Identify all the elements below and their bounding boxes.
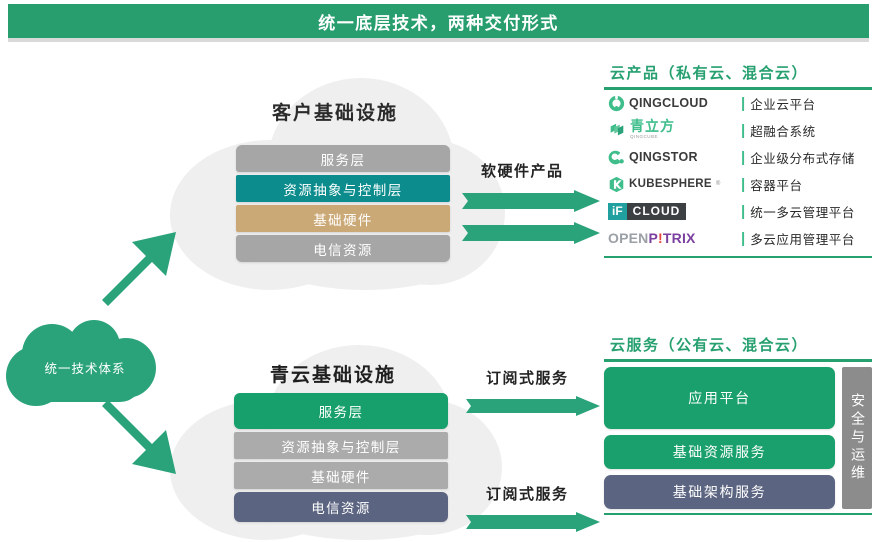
panel-divider bbox=[604, 87, 872, 90]
product-logo-subtext: QINGCUBE bbox=[630, 134, 659, 140]
header-banner: 统一底层技术，两种交付形式 bbox=[8, 4, 869, 38]
arrow-to-customer-cloud-icon bbox=[102, 232, 176, 306]
layer-label: 电信资源 bbox=[313, 242, 373, 259]
layer-hardware: 基础硬件 bbox=[234, 462, 448, 489]
product-description: 多云应用管理平台 bbox=[750, 231, 856, 247]
service-box-resource-service[interactable]: 基础资源服务 bbox=[604, 434, 835, 469]
qingcloud-infrastructure-title: 青云基础设施 bbox=[269, 364, 396, 386]
arrow-to-qingcloud-cloud-icon bbox=[102, 400, 176, 474]
layer-hardware: 基础硬件 bbox=[236, 205, 450, 232]
qingcloud-logo: QINGCLOUD bbox=[608, 94, 736, 112]
qinglifang-logo: 青立方 QINGCUBE bbox=[608, 120, 736, 140]
subscription-arrow-label-2: 订阅式服务 bbox=[486, 485, 569, 503]
layer-service: 服务层 bbox=[236, 145, 450, 172]
openpitrix-part-d: TRIX bbox=[662, 230, 696, 246]
kubesphere-logo: KUBESPHERE ® bbox=[608, 176, 736, 193]
separator-pipe: | bbox=[741, 121, 746, 139]
kubesphere-mark-icon bbox=[609, 176, 624, 192]
product-row[interactable]: QINGCLOUD | 企业云平台 bbox=[604, 90, 872, 117]
service-box-infrastructure-service[interactable]: 基础架构服务 bbox=[604, 474, 835, 509]
service-box-app-platform[interactable]: 应用平台 bbox=[604, 366, 835, 429]
layer-resource-abstraction: 资源抽象与控制层 bbox=[236, 175, 450, 202]
product-description: 容器平台 bbox=[750, 177, 803, 193]
product-row[interactable]: QINGSTOR | 企业级分布式存储 bbox=[604, 144, 872, 171]
layer-label: 电信资源 bbox=[311, 501, 371, 517]
layer-label: 服务层 bbox=[318, 405, 364, 421]
product-description: 统一多云管理平台 bbox=[750, 204, 856, 220]
separator-pipe: | bbox=[741, 229, 746, 247]
separator-pipe: | bbox=[741, 175, 746, 193]
product-logo-text-group: 青立方 QINGCUBE bbox=[630, 120, 675, 140]
separator-pipe: | bbox=[741, 94, 746, 112]
customer-layer-stack: 服务层 资源抽象与控制层 基础硬件 电信资源 bbox=[236, 145, 450, 265]
product-description: 企业云平台 bbox=[750, 96, 816, 112]
product-row[interactable]: 青立方 QINGCUBE | 超融合系统 bbox=[604, 117, 872, 144]
subscription-arrow-icon bbox=[466, 396, 600, 416]
qingstor-mark-icon bbox=[608, 150, 624, 164]
banner-shadow bbox=[8, 38, 869, 42]
security-operations-sidebar[interactable]: 安全与运维 bbox=[842, 366, 872, 509]
subscription-arrow-icon bbox=[466, 512, 600, 532]
unified-technology-label: 统一技术体系 bbox=[44, 361, 126, 376]
layer-telecom: 电信资源 bbox=[234, 492, 448, 522]
product-logo-text: 青立方 bbox=[630, 119, 675, 136]
panel-divider bbox=[604, 359, 872, 362]
panel-divider bbox=[604, 512, 872, 515]
layer-service: 服务层 bbox=[234, 393, 448, 429]
layer-label: 资源抽象与控制层 bbox=[281, 439, 401, 456]
hardware-software-arrow-label: 软硬件产品 bbox=[481, 162, 564, 180]
customer-infrastructure-title: 客户基础设施 bbox=[271, 102, 398, 124]
page-title: 统一底层技术，两种交付形式 bbox=[318, 13, 559, 34]
product-arrow-icon bbox=[462, 190, 600, 212]
qingstor-logo: QINGSTOR bbox=[608, 149, 736, 166]
cloud-products-title: 云产品（私有云、混合云） bbox=[610, 64, 809, 82]
openpitrix-mark-icon: OPENP!TRIX bbox=[608, 230, 696, 246]
unified-technology-cloud-icon bbox=[6, 320, 156, 406]
layer-label: 基础硬件 bbox=[313, 212, 373, 229]
openpitrix-part-b: P bbox=[648, 230, 659, 246]
product-arrow-icon bbox=[462, 222, 600, 244]
service-label: 基础资源服务 bbox=[672, 444, 767, 461]
layer-label: 基础硬件 bbox=[311, 469, 371, 486]
product-logo-text: QINGCLOUD bbox=[629, 96, 709, 110]
product-description: 超融合系统 bbox=[750, 123, 816, 139]
layer-telecom: 电信资源 bbox=[236, 235, 450, 262]
qinglifang-mark-icon bbox=[610, 123, 624, 136]
cloud-services-title: 云服务（公有云、混合云） bbox=[610, 336, 809, 354]
openpitrix-logo: OPENP!TRIX bbox=[608, 230, 736, 246]
qingcloud-mark-icon bbox=[608, 94, 625, 111]
layer-resource-abstraction: 资源抽象与控制层 bbox=[234, 432, 448, 459]
product-row[interactable]: KUBESPHERE ® | 容器平台 bbox=[604, 171, 872, 198]
services-grid: 应用平台 基础资源服务 基础架构服务 安全与运维 bbox=[604, 366, 872, 509]
layer-label: 资源抽象与控制层 bbox=[283, 182, 403, 199]
openpitrix-part-a: OPEN bbox=[608, 230, 649, 246]
layer-label: 服务层 bbox=[320, 152, 366, 169]
product-logo-text: QINGSTOR bbox=[629, 150, 698, 164]
service-label: 应用平台 bbox=[688, 390, 751, 407]
subscription-arrow-label-1: 订阅式服务 bbox=[486, 369, 569, 387]
separator-pipe: | bbox=[741, 202, 746, 220]
product-logo-text: KUBESPHERE bbox=[629, 178, 712, 190]
service-label: 基础架构服务 bbox=[672, 484, 767, 501]
cloud-products-panel: 云产品（私有云、混合云） QINGCLOUD | 企业云平台 bbox=[604, 62, 872, 258]
product-row[interactable]: OPENP!TRIX | 多云应用管理平台 bbox=[604, 225, 872, 252]
panel-divider bbox=[604, 255, 872, 258]
trademark-mark: ® bbox=[715, 181, 721, 187]
openpitrix-part-c: ! bbox=[658, 230, 663, 246]
ifcloud-prefix: iF bbox=[608, 202, 627, 220]
cloud-services-panel: 云服务（公有云、混合云） 应用平台 基础资源服务 基础架构服务 安全与运维 bbox=[604, 334, 872, 515]
product-description: 企业级分布式存储 bbox=[750, 150, 856, 166]
separator-pipe: | bbox=[741, 148, 746, 166]
qingcloud-layer-stack: 服务层 资源抽象与控制层 基础硬件 电信资源 bbox=[234, 393, 448, 525]
ifcloud-suffix: CLOUD bbox=[626, 202, 687, 220]
security-operations-label: 安全与运维 bbox=[849, 392, 865, 483]
services-column: 应用平台 基础资源服务 基础架构服务 bbox=[604, 366, 835, 509]
